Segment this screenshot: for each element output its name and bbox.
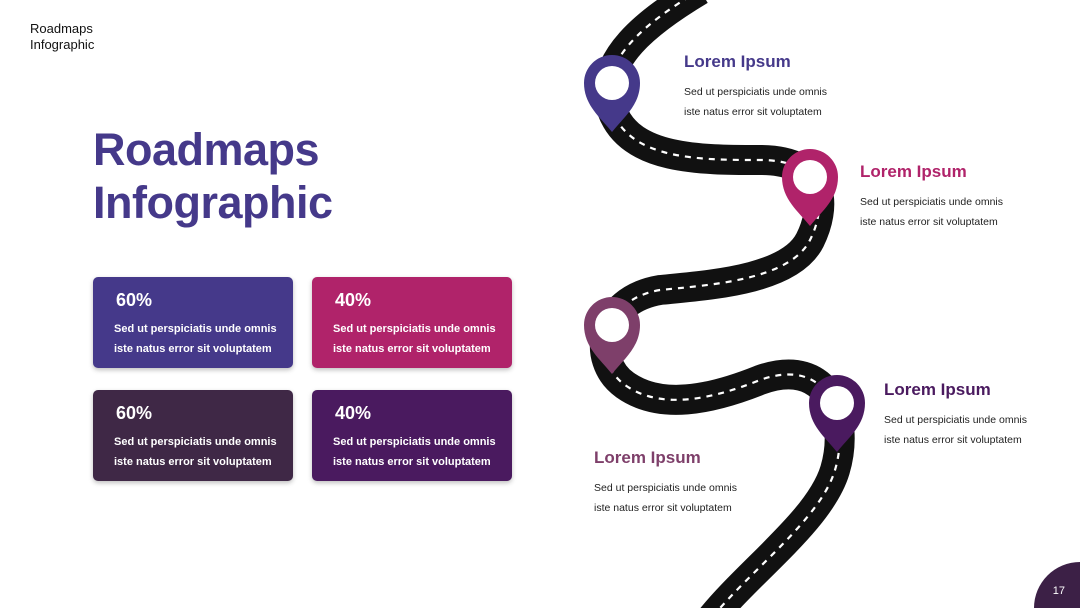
map-pin-icon: [809, 375, 865, 452]
page-number: 17: [1052, 585, 1065, 597]
pin-hole: [595, 66, 629, 100]
stat-card-2: 40% Sed ut perspiciatis unde omnis iste …: [312, 277, 512, 368]
milestone-4: Lorem Ipsum Sed ut perspiciatis unde omn…: [884, 380, 1027, 450]
map-pin-icon: [584, 297, 640, 374]
stat-description: Sed ut perspiciatis unde omnis iste natu…: [114, 436, 277, 468]
milestone-description: Sed ut perspiciatis unde omnis iste natu…: [684, 86, 827, 118]
milestone-title: Lorem Ipsum: [684, 52, 791, 71]
stat-description: Sed ut perspiciatis unde omnis iste natu…: [114, 323, 277, 355]
stat-card-3: 60% Sed ut perspiciatis unde omnis iste …: [93, 390, 293, 481]
map-pin-icon: [584, 55, 640, 132]
corner-title: Roadmaps Infographic: [30, 21, 95, 52]
stat-percent: 40%: [335, 403, 372, 423]
milestone-3: Lorem Ipsum Sed ut perspiciatis unde omn…: [594, 448, 737, 518]
milestone-title: Lorem Ipsum: [860, 162, 967, 181]
milestone-1: Lorem Ipsum Sed ut perspiciatis unde omn…: [684, 52, 827, 122]
pin-hole: [820, 386, 854, 420]
pin-hole: [595, 308, 629, 342]
stat-card-1: 60% Sed ut perspiciatis unde omnis iste …: [93, 277, 293, 368]
stat-percent: 40%: [335, 290, 372, 310]
stat-percent: 60%: [116, 290, 153, 310]
milestone-title: Lorem Ipsum: [884, 380, 991, 399]
stat-description: Sed ut perspiciatis unde omnis iste natu…: [333, 436, 496, 468]
milestone-description: Sed ut perspiciatis unde omnis iste natu…: [594, 482, 737, 514]
milestone-title: Lorem Ipsum: [594, 448, 701, 467]
stat-description: Sed ut perspiciatis unde omnis iste natu…: [333, 323, 496, 355]
milestone-2: Lorem Ipsum Sed ut perspiciatis unde omn…: [860, 162, 1003, 232]
milestone-description: Sed ut perspiciatis unde omnis iste natu…: [884, 414, 1027, 446]
pin-hole: [793, 160, 827, 194]
page-title: Roadmaps Infographic: [93, 124, 333, 228]
stat-card-4: 40% Sed ut perspiciatis unde omnis iste …: [312, 390, 512, 481]
map-pin-icon: [782, 149, 838, 226]
milestone-description: Sed ut perspiciatis unde omnis iste natu…: [860, 196, 1003, 228]
stat-percent: 60%: [116, 403, 153, 423]
